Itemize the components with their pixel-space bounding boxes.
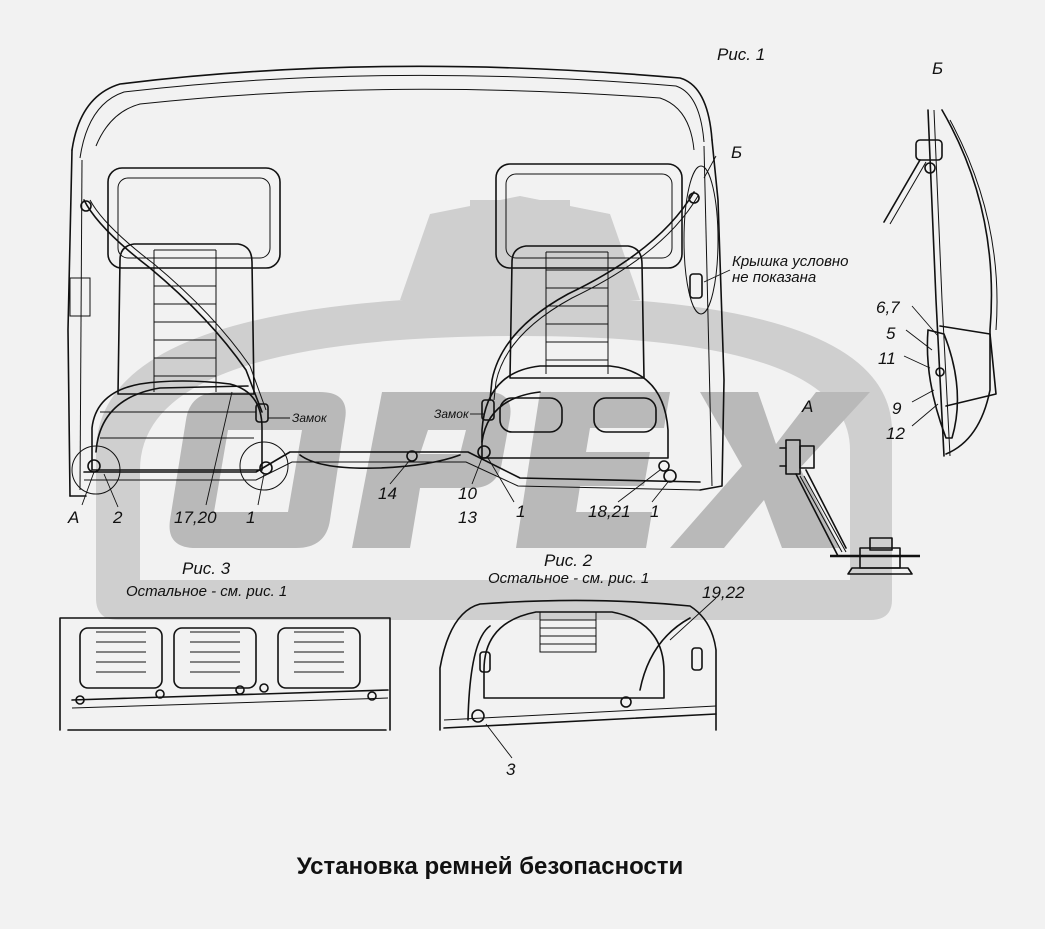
cover-note-line1: Крышка условно bbox=[732, 253, 849, 270]
callout-9: 9 bbox=[892, 399, 902, 418]
callout-1-right: 1 bbox=[650, 502, 659, 521]
fig2-note: Остальное - см. рис. 1 bbox=[488, 570, 649, 587]
fig1-cab-drawing bbox=[67, 65, 725, 497]
callout-1-mid: 1 bbox=[516, 502, 525, 521]
callout-6-7: 6,7 bbox=[876, 298, 900, 317]
callout-13: 13 bbox=[458, 508, 477, 527]
diagram-title: Установка ремней безопасности bbox=[297, 853, 684, 880]
figure-labels: Рис. 1 Б А Рис. 2 Остальное - см. рис. 1… bbox=[126, 45, 943, 600]
left-seat-stripes bbox=[153, 249, 217, 392]
callout-numbers: А 2 17,20 1 14 10 13 1 18,21 1 Б 6,7 5 1… bbox=[67, 143, 905, 779]
fig2-label: Рис. 2 bbox=[544, 551, 593, 570]
callout-2: 2 bbox=[112, 508, 123, 527]
view-a-label: А bbox=[801, 397, 813, 416]
callout-19-22: 19,22 bbox=[702, 583, 745, 602]
watermark-logo bbox=[96, 196, 892, 620]
callout-18-21: 18,21 bbox=[588, 502, 631, 521]
callout-12: 12 bbox=[886, 424, 905, 443]
leader-lines bbox=[81, 155, 939, 759]
callout-17-20: 17,20 bbox=[174, 508, 217, 527]
fig3-label: Рис. 3 bbox=[182, 559, 231, 578]
callout-5: 5 bbox=[886, 324, 896, 343]
note-labels: Замок Замок Крышка условно не показана bbox=[292, 253, 849, 425]
callout-b-top: Б bbox=[731, 143, 742, 162]
callout-14: 14 bbox=[378, 484, 397, 503]
callout-10: 10 bbox=[458, 484, 477, 503]
fig1-label: Рис. 1 bbox=[717, 45, 765, 64]
fig2-seat-drawing bbox=[439, 599, 717, 731]
watermark-letters bbox=[169, 392, 870, 548]
lock-label-left: Замок bbox=[292, 411, 328, 425]
view-b-detail bbox=[883, 109, 998, 457]
lock-label-right: Замок bbox=[434, 407, 470, 421]
fig3-bench-drawing bbox=[59, 617, 391, 731]
callout-1-left: 1 bbox=[246, 508, 255, 527]
callout-11: 11 bbox=[878, 349, 896, 368]
view-b-label: Б bbox=[932, 59, 943, 78]
cover-note-line2: не показана bbox=[732, 269, 816, 286]
view-a-detail bbox=[779, 439, 920, 575]
callout-3: 3 bbox=[506, 760, 516, 779]
callout-a: А bbox=[67, 508, 79, 527]
fig3-note: Остальное - см. рис. 1 bbox=[126, 583, 287, 600]
